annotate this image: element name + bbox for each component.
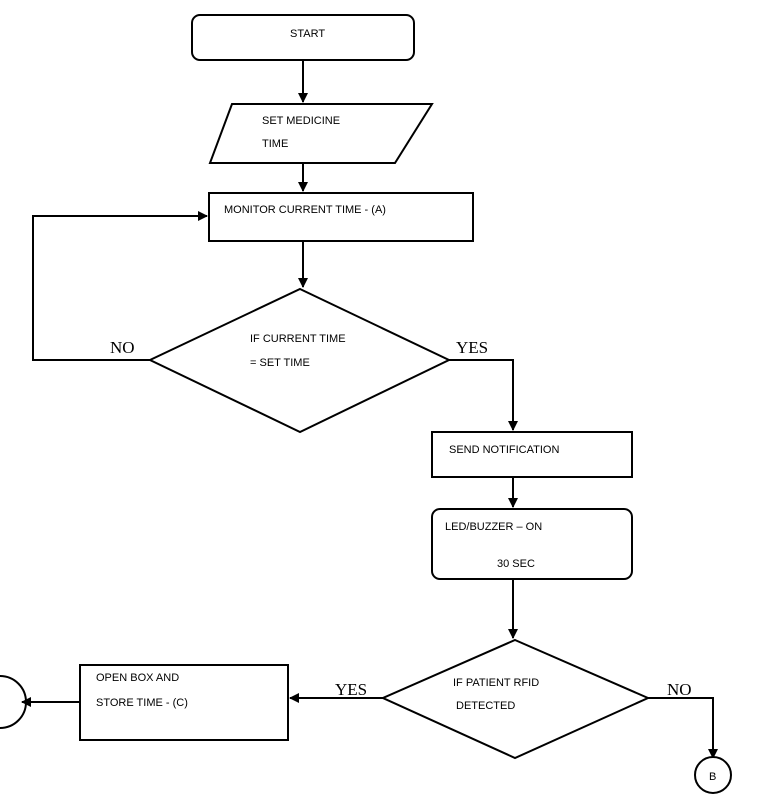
decision-time-line2: = SET TIME	[250, 357, 310, 369]
decision-time-line1: IF CURRENT TIME	[250, 333, 346, 345]
arrow-yes-to-notification	[449, 359, 518, 431]
set-time-label-line1: SET MEDICINE	[262, 115, 340, 127]
start-label: START	[290, 28, 325, 40]
send-notification-label: SEND NOTIFICATION	[449, 444, 559, 456]
arrow-no-to-connector-b	[648, 697, 718, 759]
branch-label-no-1: NO	[110, 338, 135, 357]
open-box-line2: STORE TIME - (C)	[96, 697, 188, 709]
set-time-label-line2: TIME	[262, 138, 288, 150]
led-buzzer-line2: 30 SEC	[497, 558, 535, 570]
connector-offpage-left	[0, 675, 27, 729]
decision-current-time	[147, 287, 452, 434]
connector-b-label: B	[709, 771, 716, 783]
arrow-no-loop-back	[32, 211, 208, 361]
monitor-label: MONITOR CURRENT TIME - (A)	[224, 204, 386, 216]
connector-b	[694, 756, 732, 794]
send-notification-process	[431, 431, 633, 478]
branch-label-yes-2: YES	[335, 680, 367, 699]
open-box-process	[79, 664, 289, 741]
branch-label-no-2: NO	[667, 680, 692, 699]
decision-patient-rfid	[380, 638, 651, 760]
led-buzzer-line1: LED/BUZZER – ON	[445, 521, 542, 533]
monitor-current-time-process	[208, 192, 474, 242]
led-buzzer-process	[431, 508, 633, 580]
decision-rfid-line2: DETECTED	[456, 700, 515, 712]
set-medicine-time-input	[208, 103, 434, 164]
open-box-line1: OPEN BOX AND	[96, 672, 179, 684]
decision-rfid-line1: IF PATIENT RFID	[453, 677, 539, 689]
branch-label-yes-1: YES	[456, 338, 488, 357]
